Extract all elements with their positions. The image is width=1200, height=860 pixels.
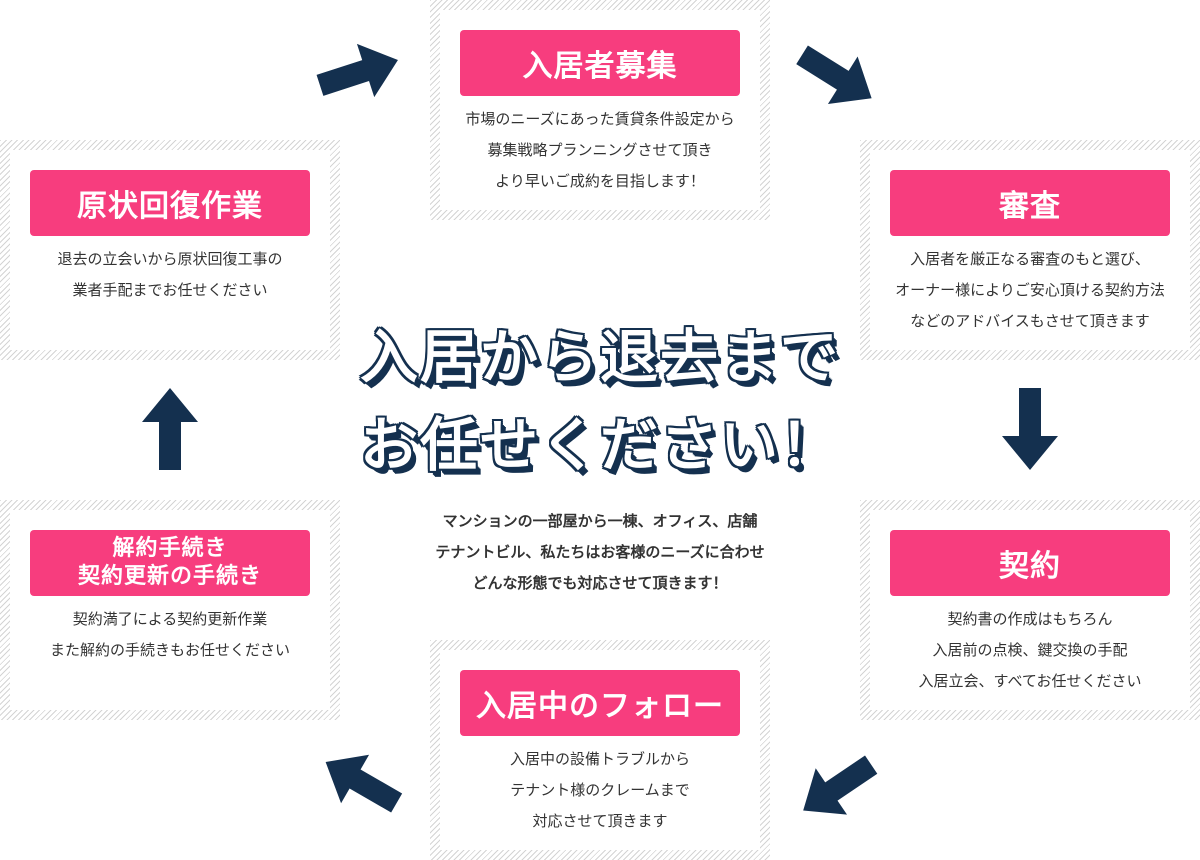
- card-inner: 解約手続き 契約更新の手続き 契約満了による契約更新作業 また解約の手続きもお任…: [10, 510, 330, 710]
- description-line: 業者手配までお任せください: [72, 281, 268, 299]
- center-description-line: テナントビル、私たちはお客様のニーズに合わせ: [435, 543, 765, 561]
- description-line: 入居者を厳正なる審査のもと選び、: [910, 250, 1150, 268]
- description-line: また解約の手続きもお任せください: [49, 641, 290, 659]
- step-description: 市場のニーズにあった賃貸条件設定から 募集戦略プランニングさせて頂き より早いご…: [450, 104, 750, 197]
- step-title: 入居者募集: [460, 30, 740, 96]
- card-inner: 審査 入居者を厳正なる審査のもと選び、 オーナー様によりご安心頂ける契約方法 な…: [870, 150, 1190, 350]
- description-line: 入居前の点検、鍵交換の手配: [932, 641, 1128, 659]
- step-card-screening: 審査 入居者を厳正なる審査のもと選び、 オーナー様によりご安心頂ける契約方法 な…: [860, 140, 1200, 360]
- description-line: などのアドバイスもさせて頂きます: [910, 312, 1150, 330]
- description-line: オーナー様によりご安心頂ける契約方法: [895, 281, 1165, 299]
- step-title: 入居中のフォロー: [460, 670, 740, 736]
- center-description-line: どんな形態でも対応させて頂きます！: [472, 574, 728, 592]
- step-title: 契約: [890, 530, 1170, 596]
- headline-line-2: お任せください！: [359, 411, 840, 479]
- card-inner: 契約 契約書の作成はもちろん 入居前の点検、鍵交換の手配 入居立会、すべてお任せ…: [870, 510, 1190, 710]
- description-line: 募集戦略プランニングさせて頂き: [487, 141, 713, 159]
- arrow-up-icon: [142, 388, 198, 470]
- arrow-down-left-icon: [787, 741, 887, 834]
- description-line: 入居立会、すべてお任せください: [918, 672, 1142, 690]
- center-description-line: マンションの一部屋から一棟、オフィス、店舗: [442, 512, 758, 530]
- step-title: 解約手続き 契約更新の手続き: [30, 530, 310, 596]
- title-line: 解約手続き: [112, 536, 228, 561]
- arrow-up-right-icon: [311, 33, 407, 112]
- step-card-follow-up: 入居中のフォロー 入居中の設備トラブルから テナント様のクレームまで 対応させて…: [430, 640, 770, 860]
- headline-line-1: 入居から退去まで: [359, 323, 840, 391]
- step-description: 契約満了による契約更新作業 また解約の手続きもお任せください: [20, 604, 320, 666]
- description-line: 退去の立会いから原状回復工事の: [57, 250, 283, 268]
- step-card-recruitment: 入居者募集 市場のニーズにあった賃貸条件設定から 募集戦略プランニングさせて頂き…: [430, 0, 770, 220]
- description-line: 市場のニーズにあった賃貸条件設定から: [465, 110, 735, 128]
- step-card-restoration: 原状回復作業 退去の立会いから原状回復工事の 業者手配までお任せください: [0, 140, 340, 360]
- description-line: 対応させて頂きます: [532, 812, 668, 830]
- arrow-down-icon: [1002, 388, 1058, 470]
- step-card-contract: 契約 契約書の作成はもちろん 入居前の点検、鍵交換の手配 入居立会、すべてお任せ…: [860, 500, 1200, 720]
- title-line: 契約更新の手続き: [77, 564, 262, 589]
- card-inner: 入居中のフォロー 入居中の設備トラブルから テナント様のクレームまで 対応させて…: [440, 650, 760, 850]
- card-inner: 入居者募集 市場のニーズにあった賃貸条件設定から 募集戦略プランニングさせて頂き…: [440, 10, 760, 210]
- step-description: 入居者を厳正なる審査のもと選び、 オーナー様によりご安心頂ける契約方法 などのア…: [880, 244, 1180, 337]
- step-card-cancellation-renewal: 解約手続き 契約更新の手続き 契約満了による契約更新作業 また解約の手続きもお任…: [0, 500, 340, 720]
- card-inner: 原状回復作業 退去の立会いから原状回復工事の 業者手配までお任せください: [10, 150, 330, 350]
- step-description: 入居中の設備トラブルから テナント様のクレームまで 対応させて頂きます: [450, 744, 750, 837]
- arrow-up-left-icon: [311, 737, 411, 828]
- step-title: 原状回復作業: [30, 170, 310, 236]
- step-description: 退去の立会いから原状回復工事の 業者手配までお任せください: [20, 244, 320, 306]
- description-line: テナント様のクレームまで: [510, 781, 690, 799]
- center-description: マンションの一部屋から一棟、オフィス、店舗 テナントビル、私たちはお客様のニーズ…: [370, 506, 830, 599]
- step-description: 契約書の作成はもちろん 入居前の点検、鍵交換の手配 入居立会、すべてお任せくださ…: [880, 604, 1180, 697]
- description-line: 契約書の作成はもちろん: [947, 610, 1113, 628]
- description-line: 契約満了による契約更新作業: [72, 610, 268, 628]
- description-line: 入居中の設備トラブルから: [509, 750, 690, 768]
- step-title: 審査: [890, 170, 1170, 236]
- arrow-down-right-icon: [787, 31, 887, 123]
- description-line: より早いご成約を目指します！: [495, 172, 705, 190]
